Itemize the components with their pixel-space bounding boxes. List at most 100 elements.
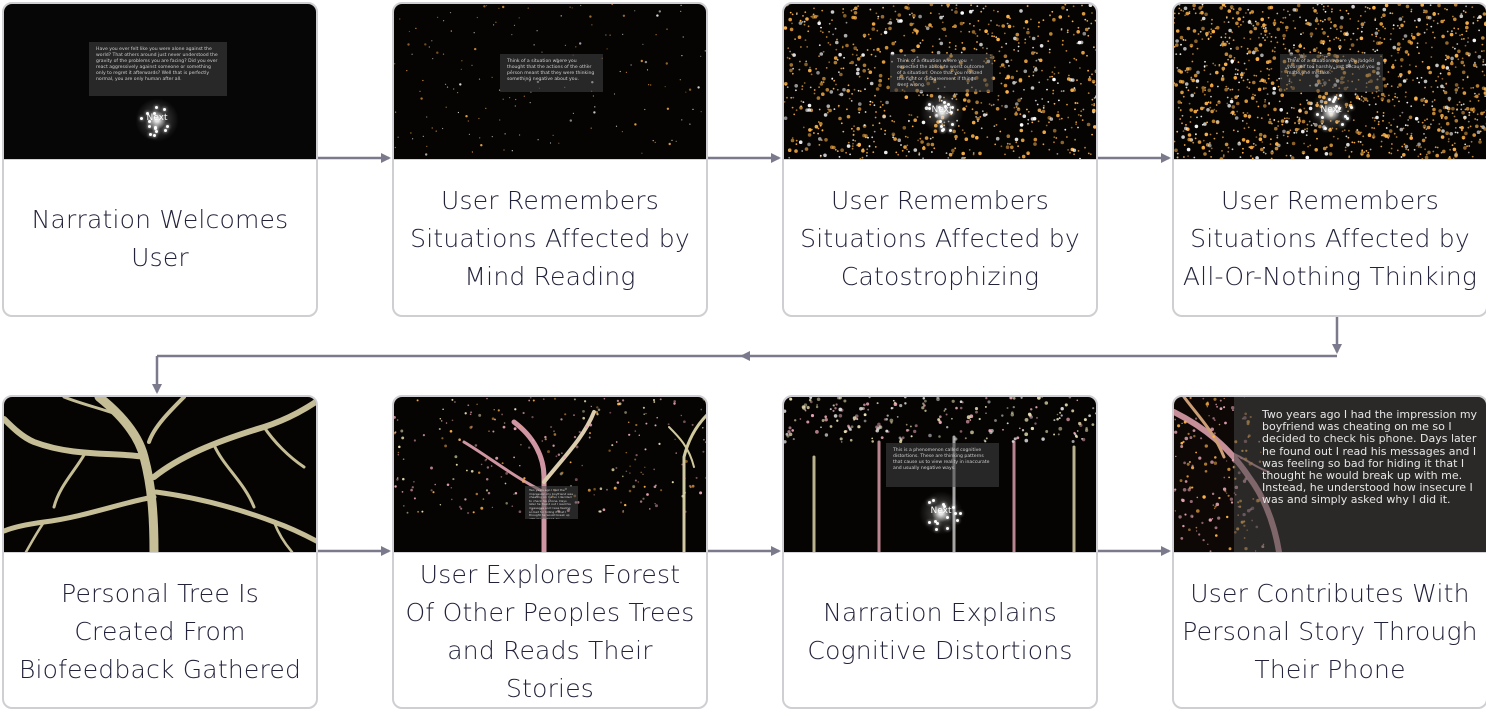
next-orb[interactable]: Next — [1309, 90, 1353, 134]
particle — [428, 46, 430, 48]
particle — [1247, 8, 1250, 11]
particle — [1384, 62, 1386, 64]
particle — [1383, 84, 1388, 88]
particle — [817, 132, 819, 135]
particle — [1214, 526, 1218, 530]
particle — [851, 145, 854, 148]
particle — [1087, 34, 1090, 37]
particle — [1467, 41, 1469, 43]
particle — [1285, 154, 1288, 157]
particle — [1455, 32, 1457, 35]
particle — [899, 49, 903, 53]
particle — [816, 15, 819, 17]
particle — [615, 125, 618, 127]
particle — [1018, 77, 1023, 82]
particle — [1423, 31, 1426, 34]
orb-sparkle — [939, 119, 943, 123]
particle — [1263, 146, 1265, 149]
particle — [578, 430, 581, 434]
particle — [1203, 106, 1205, 109]
orb-sparkle — [1315, 112, 1319, 116]
particle — [1241, 120, 1244, 122]
particle — [1309, 51, 1312, 54]
particle — [699, 491, 703, 495]
particle — [1443, 90, 1448, 95]
particle — [1037, 25, 1040, 28]
particle — [406, 70, 408, 72]
particle — [1278, 77, 1281, 80]
particle — [1078, 421, 1082, 426]
particle — [480, 144, 483, 147]
particle — [1013, 437, 1017, 441]
particle — [1243, 37, 1246, 39]
particle — [1397, 4, 1402, 6]
particle — [884, 28, 887, 30]
particle — [1225, 15, 1228, 18]
particle — [1004, 153, 1006, 156]
particle — [1076, 430, 1079, 432]
next-orb[interactable]: Next — [135, 98, 179, 142]
particle — [1091, 98, 1094, 101]
step-screenshot-7: This is a phenomenon called cognitive di… — [784, 397, 1096, 553]
particle — [1269, 5, 1274, 10]
particle — [1371, 117, 1374, 119]
particle — [1432, 31, 1434, 34]
particle — [583, 400, 587, 403]
particle — [819, 30, 822, 32]
next-orb[interactable]: Next — [919, 491, 963, 535]
particle — [1236, 73, 1239, 75]
particle — [818, 108, 821, 111]
particle — [1215, 110, 1218, 112]
step-caption-box: Narration Explains Cognitive Distortions — [784, 553, 1096, 707]
particle — [1088, 4, 1093, 7]
particle — [1210, 28, 1213, 31]
particle — [1391, 65, 1395, 69]
particle — [1439, 72, 1442, 75]
particle — [852, 139, 855, 142]
particle — [1176, 67, 1179, 69]
particle — [684, 491, 687, 494]
particle — [1058, 15, 1063, 19]
particle — [1424, 86, 1426, 89]
particle — [1196, 47, 1199, 50]
particle — [1225, 85, 1228, 88]
particle — [1057, 82, 1059, 84]
particle — [1004, 118, 1007, 120]
next-orb[interactable]: Next — [920, 90, 964, 134]
particle — [640, 471, 642, 474]
particle — [987, 400, 991, 404]
orb-sparkle — [1344, 115, 1348, 119]
particle — [465, 115, 468, 118]
orb-sparkle — [140, 117, 144, 121]
particle — [1435, 80, 1437, 82]
particle — [1320, 42, 1323, 44]
particle — [1066, 29, 1069, 32]
orb-sparkle — [955, 518, 959, 522]
particle — [549, 142, 552, 144]
particle — [1353, 141, 1356, 144]
particle — [1094, 412, 1096, 415]
particle — [823, 113, 828, 117]
particle — [1174, 83, 1178, 87]
particle — [1221, 150, 1223, 152]
particle — [873, 66, 876, 69]
orb-sparkle — [942, 505, 946, 509]
particle — [1201, 521, 1204, 525]
particle — [905, 155, 908, 157]
particle — [644, 108, 646, 111]
particle — [954, 147, 957, 150]
particle — [478, 471, 481, 474]
orb-sparkle — [944, 104, 948, 108]
particle — [654, 502, 656, 505]
particle — [1375, 115, 1379, 120]
particle — [504, 133, 506, 135]
particle — [1382, 13, 1386, 17]
particle — [1180, 445, 1184, 448]
particle — [1228, 476, 1230, 479]
particle — [835, 83, 837, 86]
particle — [1010, 75, 1015, 80]
orb-sparkle — [934, 527, 938, 531]
particle — [1412, 79, 1414, 81]
particle — [993, 59, 996, 62]
particle — [475, 492, 479, 496]
